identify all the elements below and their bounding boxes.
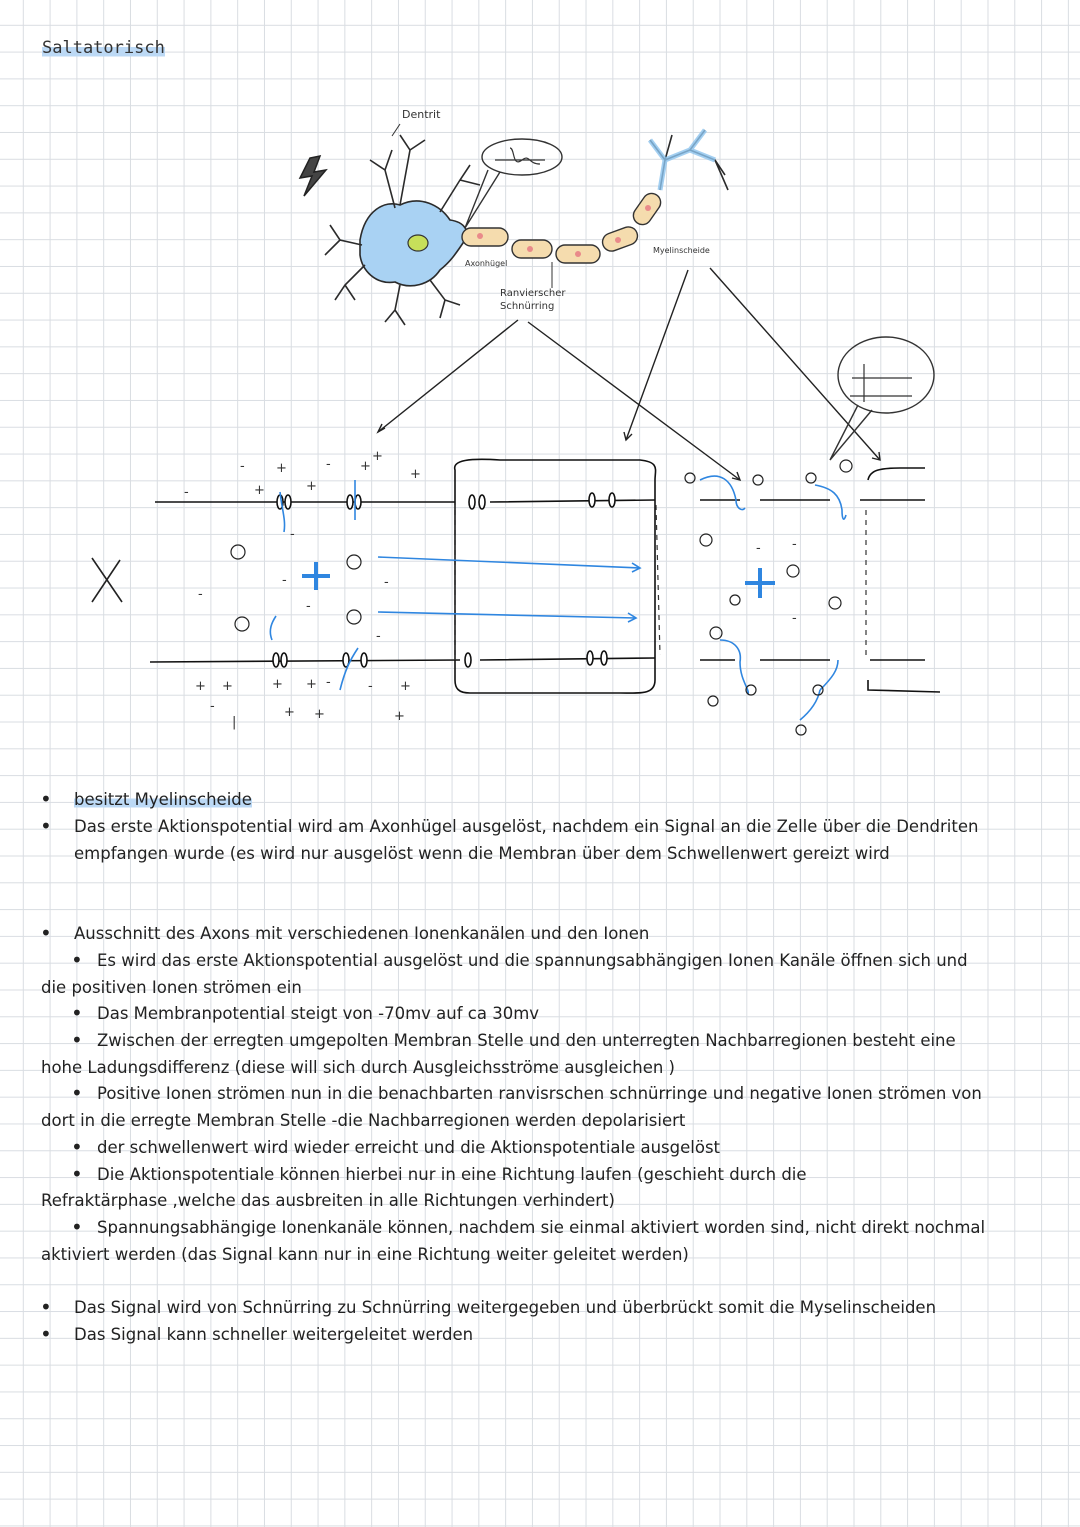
list-item: Positive Ionen strömen nun in die benach… [71,1084,982,1103]
list-item: Das erste Aktionspotential wird am Axonh… [40,817,978,836]
svg-text:+: + [195,679,206,694]
svg-text:-: - [792,611,797,626]
lightning-icon [298,154,328,197]
svg-text:-: - [326,675,331,690]
svg-text:+: + [222,679,233,694]
cell-nucleus [407,234,429,252]
label-myelin: Myelinscheide [653,246,710,255]
svg-text:-: - [368,679,373,694]
svg-text:+: + [360,459,371,474]
myelin-segments [461,192,662,264]
list-item-continuation: aktiviert werden (das Signal kann nur in… [41,1245,689,1264]
svg-text:+: + [394,709,405,724]
list-item: Das Membranpotential steigt von -70mv au… [71,1004,539,1023]
svg-text:+: + [272,677,283,692]
svg-text:-: - [184,485,189,500]
label-ranvier-2: Schnürring [500,301,554,312]
svg-text:+: + [254,483,265,498]
svg-text:-: - [376,629,381,644]
neuron-diagram: Dentrit Axonhügel Ranvierscher Schnürrin… [91,108,941,736]
list-item: Zwischen der erregten umgepolten Membran… [71,1031,956,1050]
list-item: Spannungsabhängige Ionenkanäle können, n… [71,1218,985,1237]
svg-text:+: + [284,705,295,720]
charge-plus-icon [302,562,775,598]
list-item-continuation: empfangen wurde (es wird nur ausgelöst w… [74,844,890,863]
axon-membrane [149,458,941,694]
svg-text:-: - [756,541,761,556]
label-ranvier-1: Ranvierscher [500,288,566,299]
svg-text:+: + [306,479,317,494]
label-dendrit: Dentrit [402,108,441,121]
neuron-soma [324,134,481,326]
list-item: besitzt Myelinscheide [40,790,252,809]
svg-text:+: + [372,449,383,464]
list-item: Das Signal wird von Schnürring zu Schnür… [40,1298,936,1317]
svg-text:+: + [276,461,287,476]
svg-text:-: - [306,599,311,614]
svg-text:+: + [410,467,421,482]
svg-text:-: - [282,573,287,588]
label-axonhuegel: Axonhügel [465,259,507,268]
svg-text:+: + [306,677,317,692]
svg-text:-: - [384,575,389,590]
list-item: Das Signal kann schneller weitergeleitet… [40,1325,473,1344]
svg-text:-: - [290,527,295,542]
list-item-continuation: dort in die erregte Membran Stelle -die … [41,1111,686,1130]
list-item-continuation: Refraktärphase ,welche das ausbreiten in… [41,1191,615,1210]
potential-bubble [481,138,563,176]
svg-text:-: - [326,457,331,472]
list-item: Es wird das erste Aktionspotential ausge… [71,951,968,970]
cross-mark [91,557,123,603]
svg-text:+: + [400,679,411,694]
svg-text:-: - [792,537,797,552]
svg-text:-: - [210,699,215,714]
svg-text:+: + [314,707,325,722]
list-item: der schwellenwert wird wieder erreicht u… [71,1138,720,1157]
svg-text:-: - [198,587,203,602]
svg-text:|: | [232,715,236,730]
list-item-continuation: hohe Ladungsdifferenz (diese will sich d… [41,1058,675,1077]
list-item: Die Aktionspotentiale können hierbei nur… [71,1165,807,1184]
list-item: Ausschnitt des Axons mit verschiedenen I… [40,924,649,943]
list-item-continuation: die positiven Ionen strömen ein [41,978,302,997]
svg-text:-: - [240,459,245,474]
page-title: Saltatorisch [42,38,165,58]
